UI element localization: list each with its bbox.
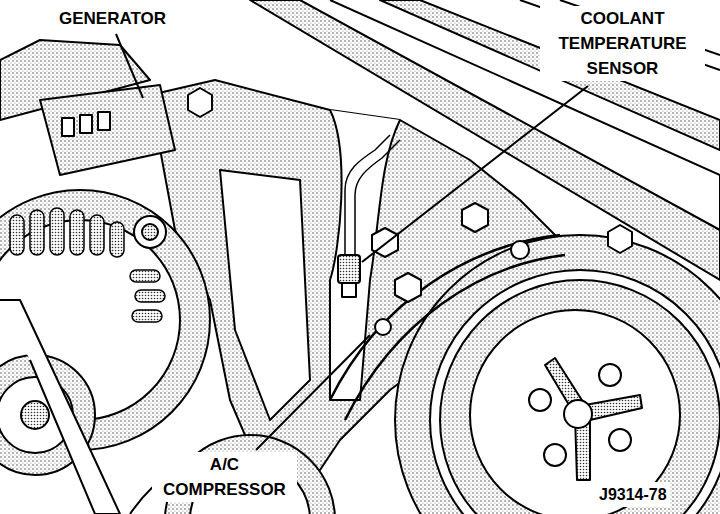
label-holder: A/C COMPRESSOR [152, 452, 297, 502]
leader-lines [116, 34, 588, 450]
label-holder: J9314-78 [596, 482, 711, 507]
label-holder: GENERATOR [56, 6, 196, 31]
part-label: COOLANT TEMPERATURE SENSOR [540, 6, 705, 81]
label-holder: COOLANT TEMPERATURE SENSOR [540, 6, 705, 81]
part-label: A/C COMPRESSOR [152, 452, 297, 502]
part-label: GENERATOR [56, 6, 169, 31]
figure-number: J9314-78 [596, 482, 670, 507]
